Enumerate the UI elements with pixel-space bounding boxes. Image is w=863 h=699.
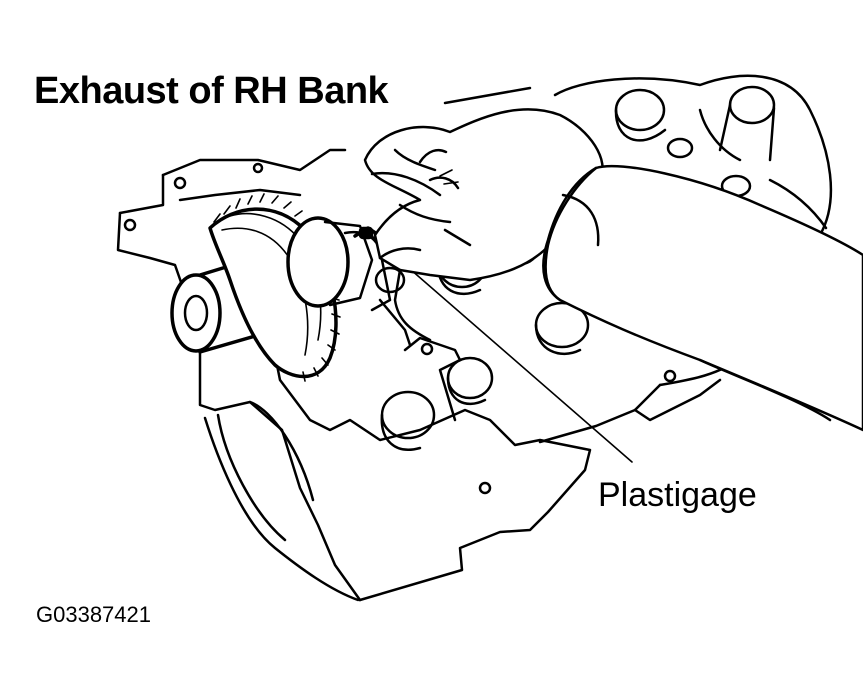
arm-sleeve — [542, 164, 863, 432]
plastigage-label: Plastigage — [598, 476, 757, 514]
rear-camshaft-area — [443, 74, 833, 237]
figure-id: G03387421 — [36, 602, 151, 627]
figure-title: Exhaust of RH Bank — [34, 70, 389, 112]
camshaft-gear — [170, 193, 374, 382]
cylinder-head-outline — [116, 148, 762, 602]
